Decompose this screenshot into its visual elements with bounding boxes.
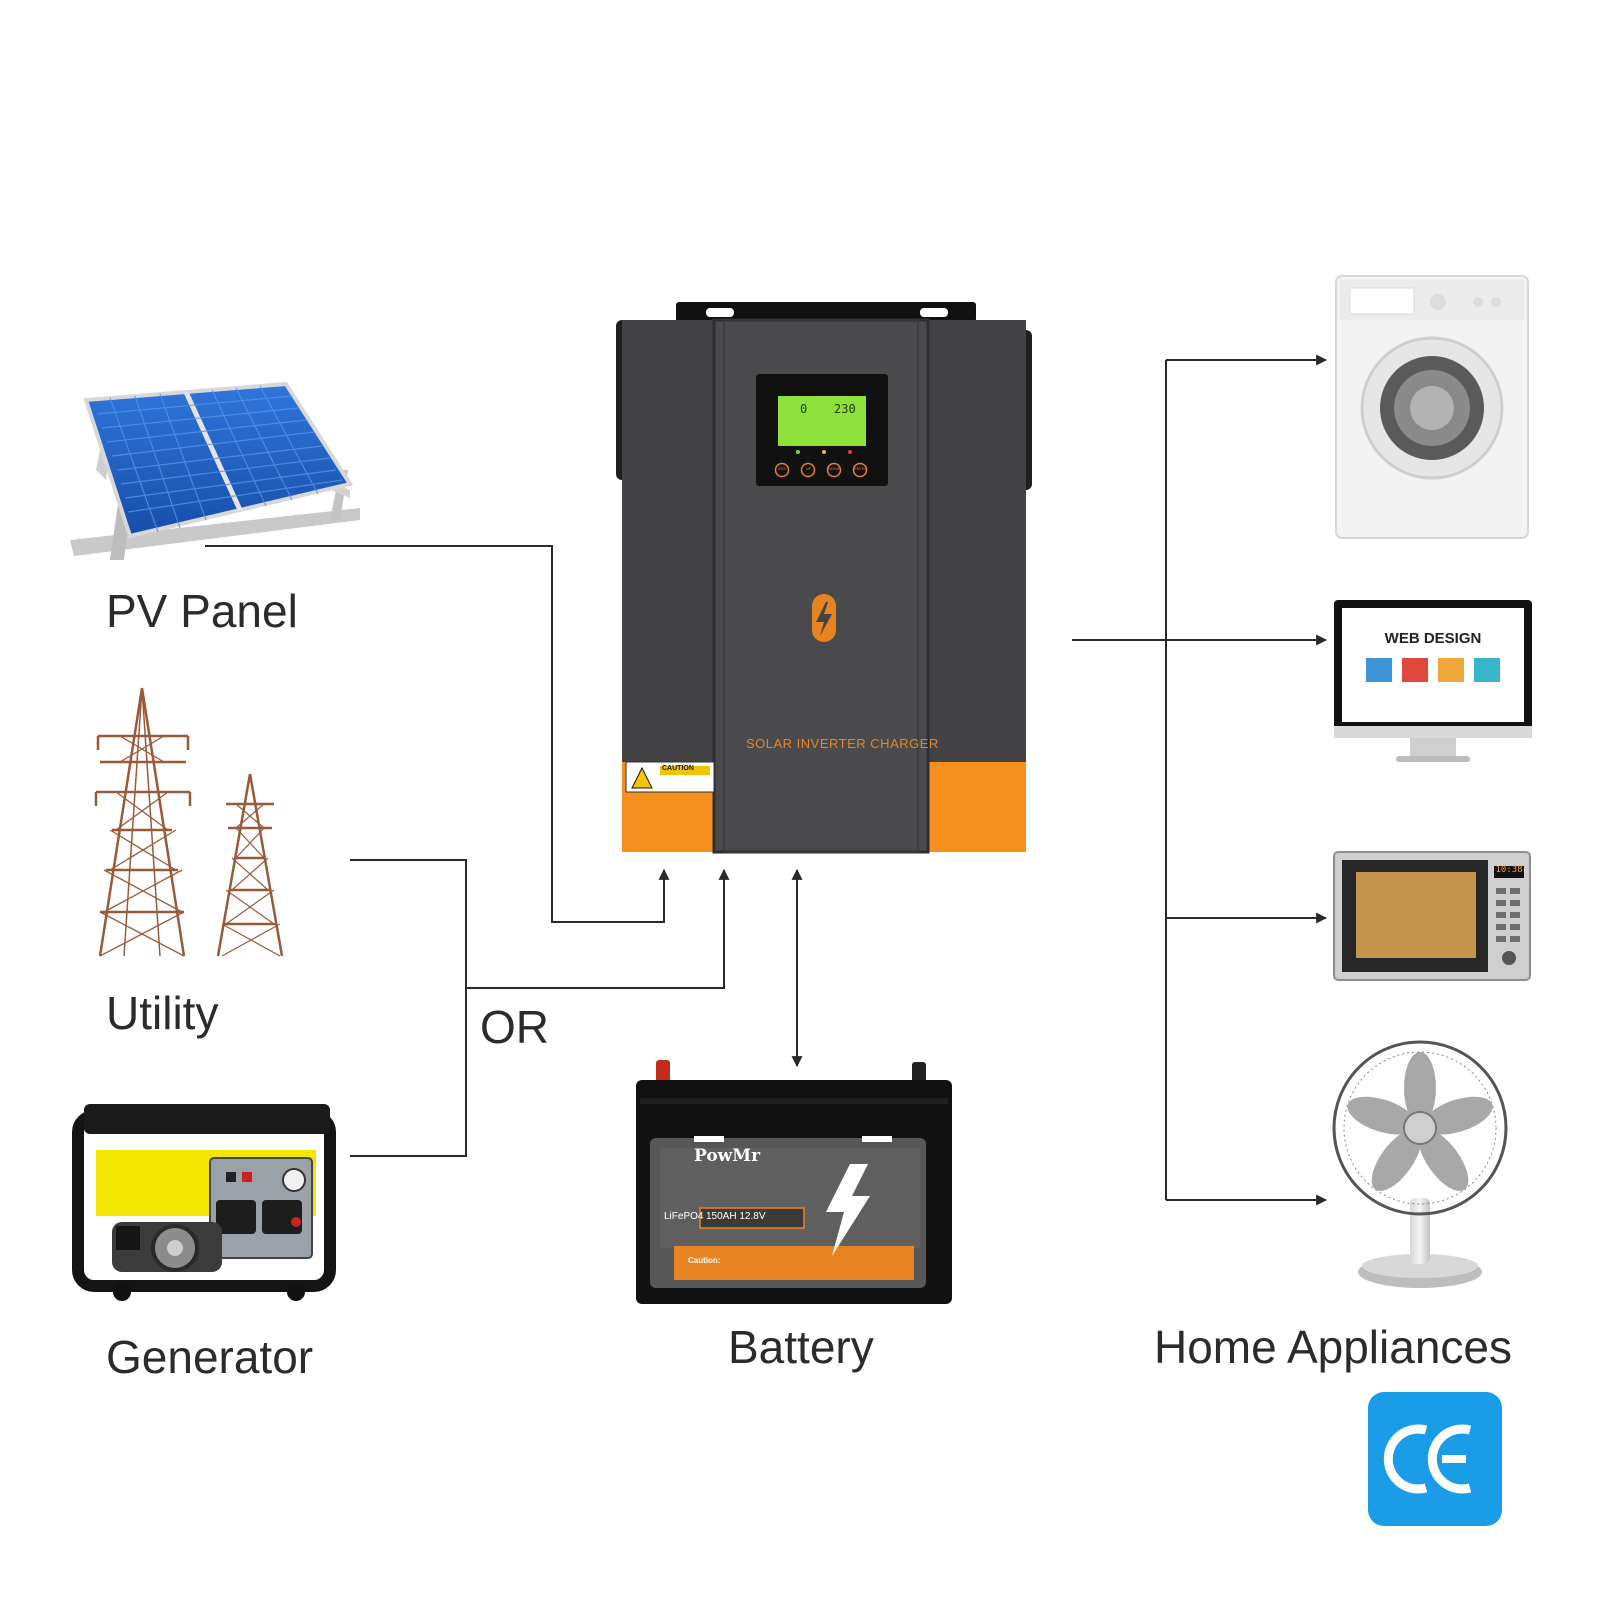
battery-label: Battery (728, 1321, 874, 1373)
inverter-title: SOLAR INVERTER CHARGER (746, 736, 939, 751)
washing-machine-icon (1335, 275, 1529, 539)
microwave-icon (1333, 851, 1531, 981)
or-label: OR (480, 1001, 549, 1053)
ce-mark-icon (1368, 1392, 1502, 1526)
home-appliances-label: Home Appliances (1154, 1321, 1512, 1373)
button-label-down: DOWN (828, 466, 841, 471)
lcd-readout-right: 230 (834, 402, 856, 416)
power-tower-icon (94, 687, 284, 957)
battery-rating: 150AH 12.8V (706, 1211, 766, 1222)
battery-chemistry: LiFePO4 (664, 1211, 704, 1222)
ac-input-to-inverter-line (466, 868, 730, 989)
monitor-icon (1334, 600, 1532, 762)
button-label-esc: ESC (778, 466, 787, 471)
pv-to-inverter-line (205, 545, 670, 923)
monitor-heading: WEB DESIGN (1384, 630, 1482, 647)
microwave-clock: 10:38 (1495, 865, 1523, 875)
ce-mark-glyph (1383, 1424, 1472, 1494)
generator-icon (72, 1104, 336, 1301)
pv-panel-label: PV Panel (106, 585, 298, 637)
lcd-readout-left: 0 (800, 402, 808, 416)
utility-label: Utility (106, 987, 219, 1039)
generator-label: Generator (106, 1331, 314, 1383)
button-label-up: UP (805, 466, 812, 471)
solar-panel-icon (70, 381, 360, 560)
fan-icon (1332, 1040, 1508, 1288)
battery-caution: Caution: (688, 1256, 721, 1265)
battery-icon (636, 1060, 952, 1304)
button-label-enter: ENTER (854, 466, 868, 471)
battery-brand: PowMr (694, 1146, 761, 1166)
connection-lines (205, 354, 1328, 1206)
inverter-icon (616, 302, 1032, 854)
utility-line (350, 859, 467, 1157)
inverter-caution: CAUTION (662, 765, 694, 772)
